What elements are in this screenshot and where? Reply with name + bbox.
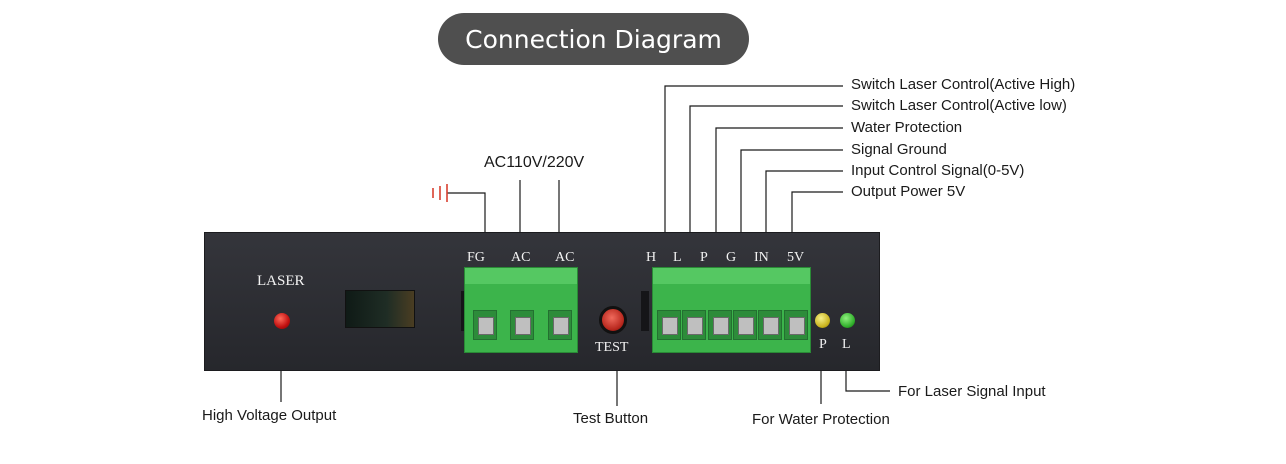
- leader-line-input-control: [765, 170, 843, 258]
- laser-signal-input-label: For Laser Signal Input: [898, 383, 1046, 400]
- terminal-label-p: P: [700, 250, 708, 265]
- terminal-bracket-right: [641, 291, 649, 331]
- signal-label-active-low: Switch Laser Control(Active low): [851, 97, 1067, 114]
- terminal-label-ac2: AC: [555, 250, 575, 265]
- signal-label-water-protection: Water Protection: [851, 119, 963, 136]
- terminal-label-ac1: AC: [511, 250, 531, 265]
- leader-line-active-low: [689, 105, 843, 258]
- power-input-label: AC110V/220V: [484, 154, 585, 171]
- signal-terminal-g[interactable]: [733, 310, 757, 340]
- leader-line-water-protection: [715, 127, 843, 258]
- test-button-label: Test Button: [573, 410, 649, 427]
- terminal-screw: [662, 317, 678, 335]
- terminal-screw: [515, 317, 531, 335]
- leader-line-signal-ground: [740, 149, 843, 258]
- diagram-title: Connection Diagram: [438, 13, 749, 65]
- terminal-screw: [687, 317, 703, 335]
- terminal-screw: [713, 317, 729, 335]
- terminal-label-h: H: [646, 250, 657, 265]
- power-terminal-fg[interactable]: [473, 310, 497, 340]
- signal-terminal-h[interactable]: [657, 310, 681, 340]
- terminal-label-g: G: [726, 250, 737, 265]
- laser-signal-led: [840, 313, 855, 328]
- high-voltage-output-label: High Voltage Output: [202, 407, 337, 424]
- terminal-screw: [763, 317, 779, 335]
- signal-terminal-p[interactable]: [708, 310, 732, 340]
- water-protection-led: [815, 313, 830, 328]
- signal-terminal-block: [652, 267, 811, 353]
- test-button[interactable]: [599, 306, 627, 334]
- high-voltage-led: [274, 313, 290, 329]
- terminal-label-l: L: [673, 250, 682, 265]
- power-terminal-block-top: [465, 268, 577, 284]
- signal-terminal-l[interactable]: [682, 310, 706, 340]
- leader-line-active-high: [664, 85, 843, 258]
- signal-label-input-control: Input Control Signal(0-5V): [851, 162, 1025, 179]
- water-protection-label: For Water Protection: [752, 411, 890, 428]
- terminal-label-fg: FG: [467, 250, 485, 265]
- signal-terminal-block-top: [653, 268, 810, 284]
- power-terminal-ac2[interactable]: [548, 310, 572, 340]
- signal-terminal-5v[interactable]: [784, 310, 808, 340]
- terminal-screw: [738, 317, 754, 335]
- test-silk-label: TEST: [595, 340, 629, 355]
- indicator-label-p: P: [819, 337, 827, 352]
- signal-terminal-in[interactable]: [758, 310, 782, 340]
- laser-silk-label: LASER: [257, 273, 305, 289]
- power-terminal-block: [464, 267, 578, 353]
- terminal-label-5v: 5V: [787, 250, 805, 265]
- indicator-label-l: L: [842, 337, 851, 352]
- laser-power-supply-panel: LASER FG AC AC TEST H L P G IN 5V P L: [204, 232, 880, 371]
- terminal-screw: [478, 317, 494, 335]
- power-terminal-ac1[interactable]: [510, 310, 534, 340]
- display-window: [345, 290, 415, 328]
- terminal-screw: [553, 317, 569, 335]
- signal-label-active-high: Switch Laser Control(Active High): [851, 76, 1076, 93]
- terminal-screw: [789, 317, 805, 335]
- signal-label-output-5v: Output Power 5V: [851, 183, 966, 200]
- signal-label-signal-ground: Signal Ground: [851, 141, 947, 158]
- terminal-label-in: IN: [754, 250, 769, 265]
- ground-icon: [432, 184, 448, 202]
